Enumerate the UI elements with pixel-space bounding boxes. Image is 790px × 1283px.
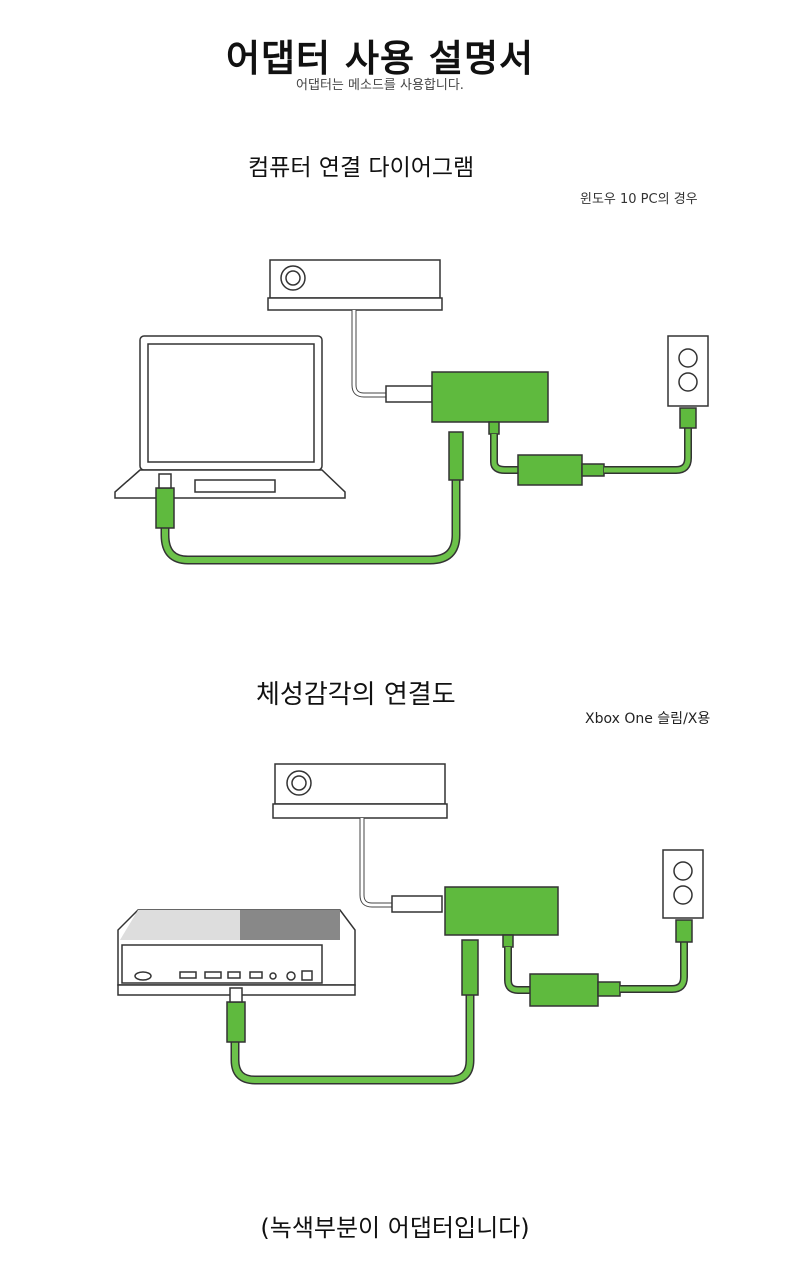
section-note-xbox: Xbox One 슬림/X용 — [585, 711, 711, 727]
usb-cable — [155, 431, 464, 565]
wall-outlet — [662, 849, 704, 919]
kinect-sensor — [272, 763, 448, 913]
power-brick — [529, 973, 599, 1007]
adapter-hub — [444, 886, 559, 948]
power-cable — [504, 919, 693, 1007]
laptop — [114, 335, 346, 499]
section-title-pc: 컴퓨터 연결 다이어그램 — [248, 155, 475, 181]
usb-cable — [226, 939, 479, 1085]
xbox-console — [117, 909, 356, 996]
power-cable — [490, 407, 697, 486]
page-title: 어댑터 사용 설명서 — [225, 37, 535, 80]
footer-note: (녹색부분이 어댑터입니다) — [260, 1214, 530, 1242]
section-title-xbox: 체성감각의 연결도 — [256, 680, 456, 710]
pc-connection-diagram — [114, 259, 709, 565]
page-subtitle: 어댑터는 메소드를 사용합니다. — [296, 78, 464, 93]
section-note-pc: 윈도우 10 PC의 경우 — [580, 192, 698, 207]
wall-outlet — [667, 335, 709, 407]
adapter-hub — [431, 371, 549, 435]
kinect-sensor — [267, 259, 443, 403]
power-brick — [517, 454, 583, 486]
